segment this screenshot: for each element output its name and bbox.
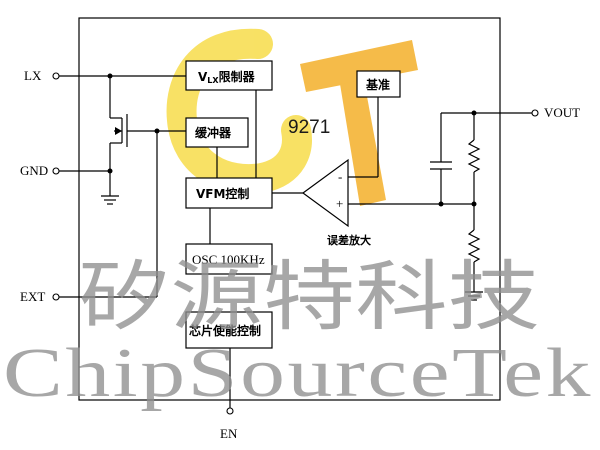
vfm-control-label: VFM控制 xyxy=(196,186,249,201)
pin-label-en: EN xyxy=(220,426,238,441)
chip-enable-box xyxy=(185,311,273,349)
pin-label-lx: LX xyxy=(24,68,42,83)
reference-label: 基准 xyxy=(365,77,390,92)
mosfet-symbol xyxy=(109,114,186,171)
lx-connection xyxy=(52,72,186,118)
pin-label-vout: VOUT xyxy=(544,105,580,120)
pin-label-gnd: GND xyxy=(20,163,48,178)
buffer-label: 缓冲器 xyxy=(195,125,232,140)
vfm-control-box xyxy=(185,177,273,209)
osc-box xyxy=(185,243,273,275)
osc-label: OSC 100KHz xyxy=(192,252,265,267)
output-network xyxy=(430,109,539,301)
watermark-english: ChipSourceTek xyxy=(3,335,593,412)
pin-label-ext: EXT xyxy=(20,289,45,304)
vlx-limiter-box xyxy=(185,60,273,91)
chip-enable-label: 芯片使能控制 xyxy=(189,323,261,338)
gnd-connection xyxy=(52,167,119,205)
amplifier-minus-label: - xyxy=(338,169,342,184)
ext-connection xyxy=(52,131,158,301)
chip-number: 9271 xyxy=(288,117,330,138)
amplifier-plus-label: + xyxy=(336,196,343,211)
error-amplifier xyxy=(301,158,349,228)
chip-boundary xyxy=(78,17,501,401)
vlx-limiter-label: VLX限制器 xyxy=(198,69,256,85)
watermark-chinese: 矽源特科技 xyxy=(78,252,540,341)
reference-box xyxy=(356,70,401,98)
amplifier-label: 误差放大 xyxy=(327,233,371,247)
